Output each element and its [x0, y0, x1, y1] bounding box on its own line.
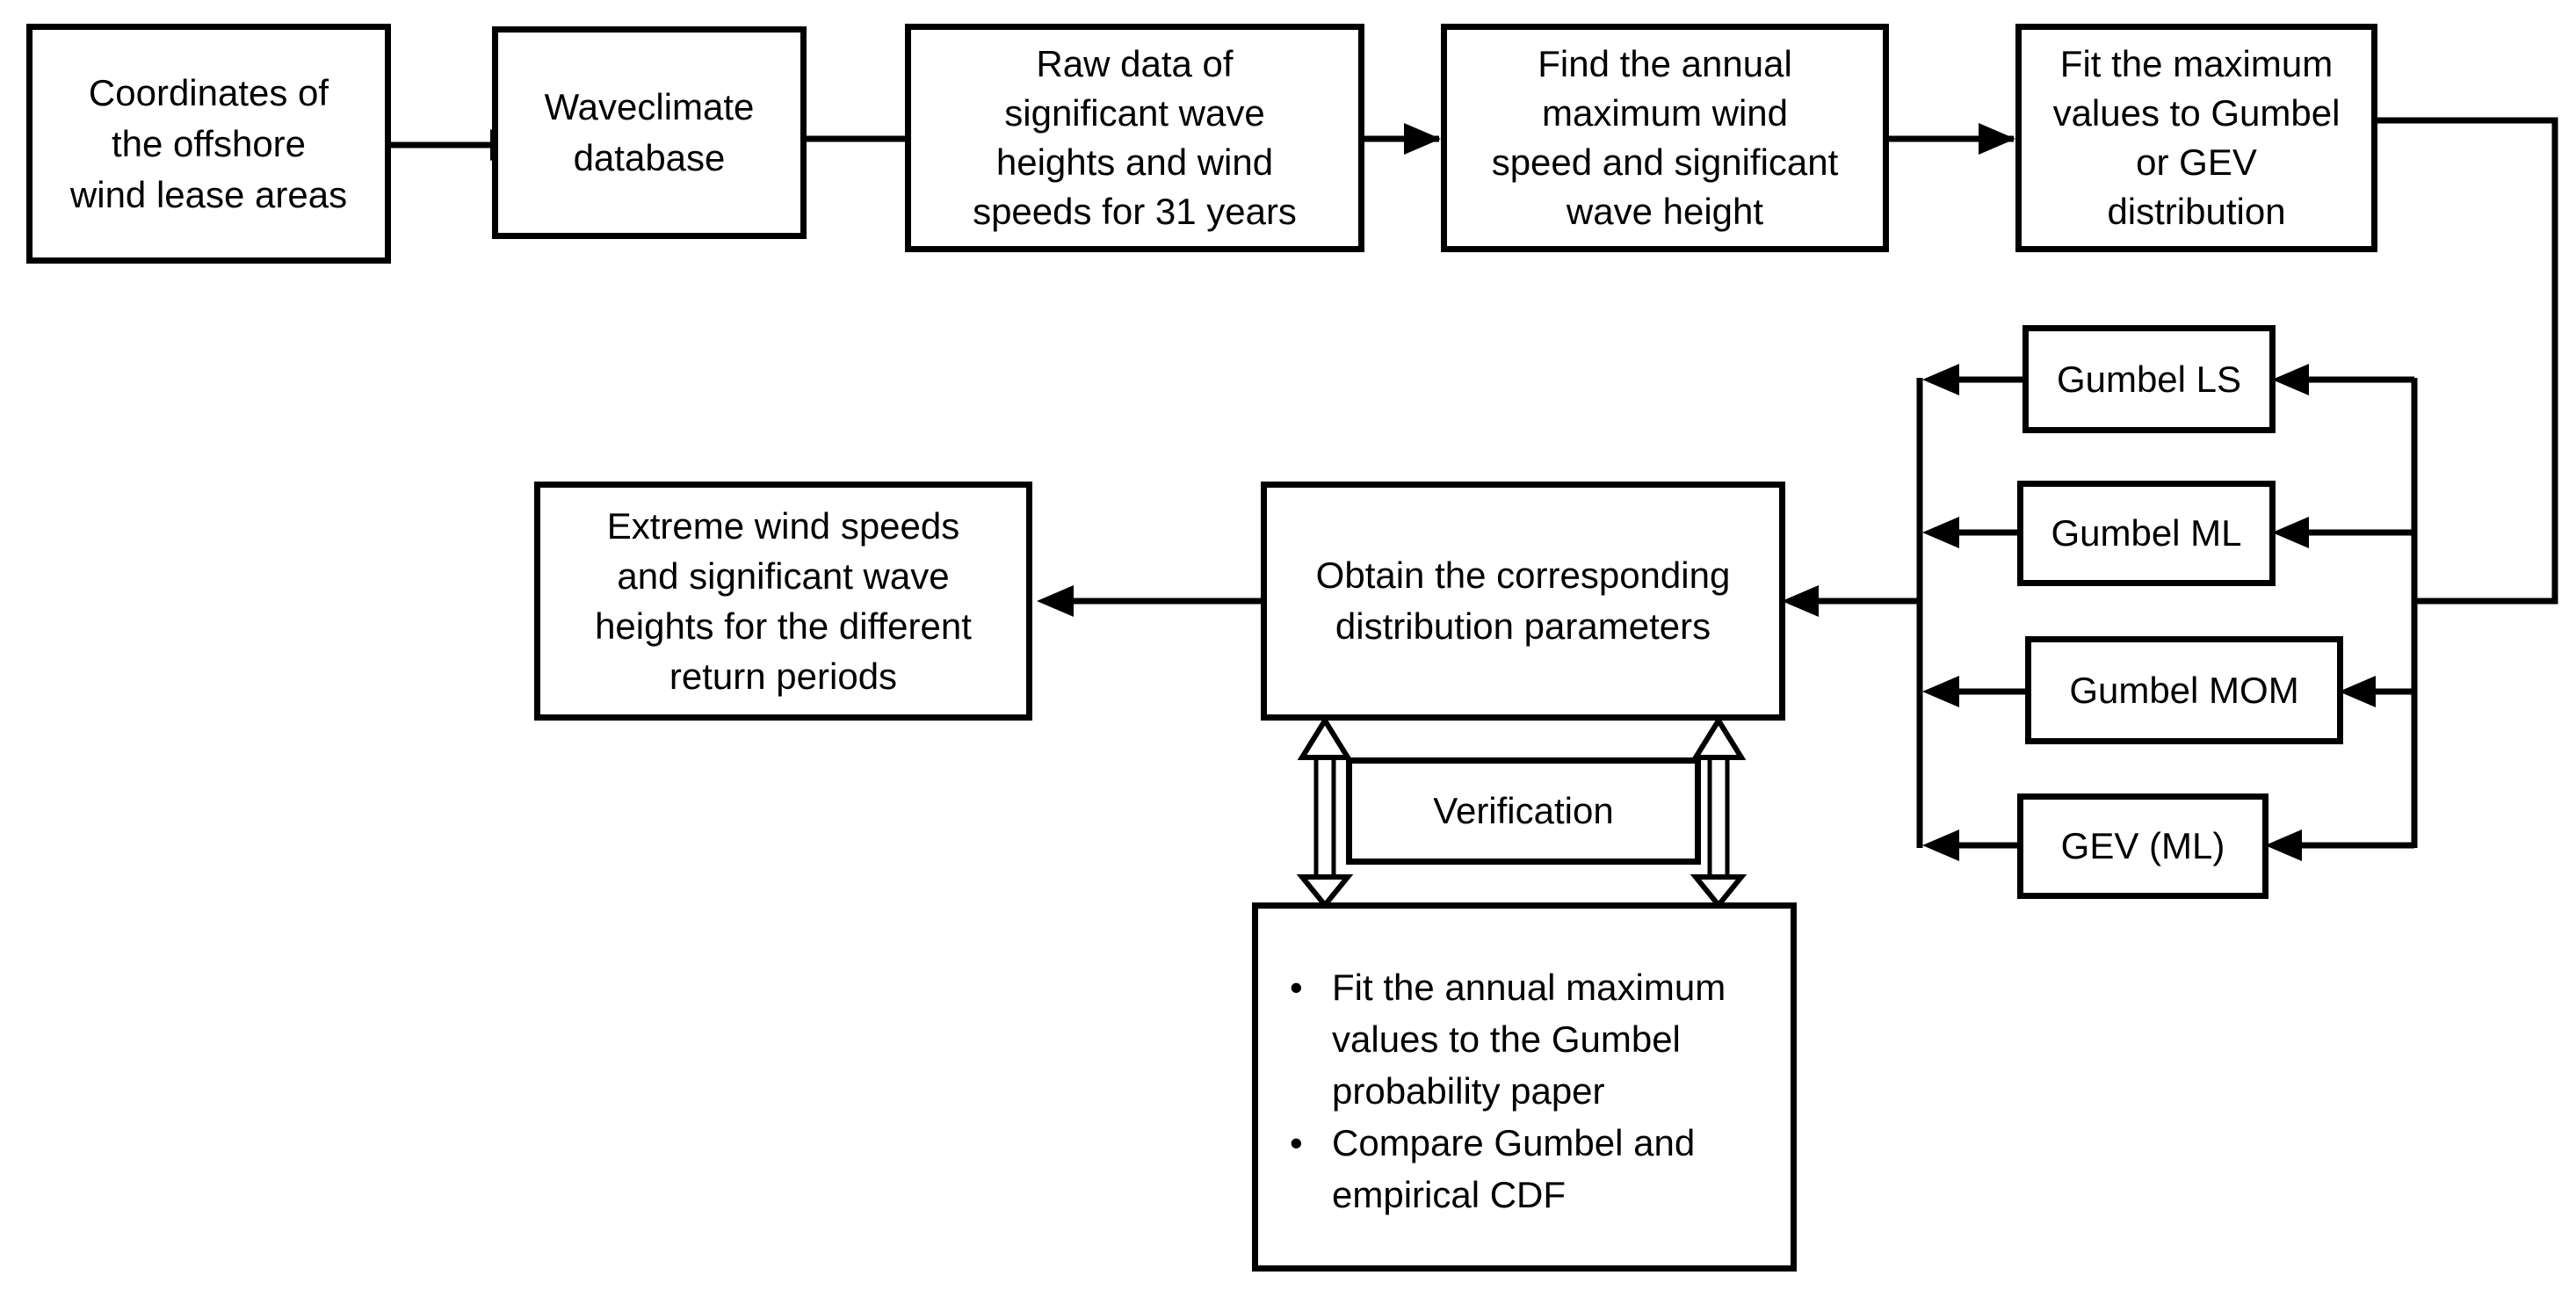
arrowhead-params — [1782, 585, 1819, 617]
node-gumbel-ml-label: Gumbel ML — [2051, 512, 2242, 554]
node-coordinates-label: Coordinates of the offshore wind lease a… — [69, 71, 348, 215]
arrowhead-fit — [1979, 123, 2015, 155]
node-verification-steps: Fit the annual maximum values to the Gum… — [1252, 902, 1797, 1272]
node-gumbel-mom: Gumbel MOM — [2025, 636, 2343, 744]
arrowhead-gumbel-ml — [2272, 517, 2309, 548]
arrowhead-left-bus-3 — [1922, 676, 1959, 707]
node-annual-maximum-label: Find the annual maximum wind speed and s… — [1491, 43, 1839, 232]
node-verification: Verification — [1346, 757, 1701, 865]
verification-step-1: Fit the annual maximum values to the Gum… — [1279, 961, 1726, 1117]
node-distribution-parameters-label: Obtain the corresponding distribution pa… — [1315, 554, 1731, 647]
node-coordinates: Coordinates of the offshore wind lease a… — [26, 24, 391, 264]
connector-fit-to-right-bus — [2286, 117, 2558, 605]
node-fit-distribution-label: Fit the maximum values to Gumbel or GEV … — [2052, 43, 2341, 232]
node-fit-distribution: Fit the maximum values to Gumbel or GEV … — [2015, 24, 2377, 252]
arrowhead-gev-ml — [2265, 830, 2302, 861]
verification-steps-list: Fit the annual maximum values to the Gum… — [1279, 961, 1726, 1221]
node-raw-data: Raw data of significant wave heights and… — [905, 24, 1364, 252]
node-gumbel-mom-label: Gumbel MOM — [2069, 669, 2299, 711]
node-extreme-values: Extreme wind speeds and significant wave… — [534, 482, 1032, 721]
verification-step-2: Compare Gumbel and empirical CDF — [1279, 1117, 1726, 1221]
node-gev-ml: GEV (ML) — [2017, 793, 2268, 899]
node-raw-data-label: Raw data of significant wave heights and… — [973, 43, 1297, 232]
arrowhead-gumbel-mom — [2339, 676, 2376, 707]
node-waveclimate-database: Waveclimate database — [492, 26, 807, 239]
bidirectional-arrow-right — [1690, 715, 1747, 909]
node-extreme-values-label: Extreme wind speeds and significant wave… — [595, 505, 972, 697]
node-gumbel-ls: Gumbel LS — [2022, 325, 2276, 433]
arrowhead-gumbel-ls — [2272, 364, 2309, 395]
arrowhead-left-bus-2 — [1922, 517, 1959, 548]
node-gumbel-ls-label: Gumbel LS — [2056, 358, 2242, 400]
arrowhead-annualmax — [1404, 123, 1441, 155]
node-gev-ml-label: GEV (ML) — [2060, 825, 2225, 866]
arrowhead-extreme — [1037, 585, 1074, 617]
node-distribution-parameters: Obtain the corresponding distribution pa… — [1261, 482, 1785, 721]
node-gumbel-ml: Gumbel ML — [2017, 481, 2276, 586]
arrowhead-left-bus-4 — [1922, 830, 1959, 861]
bidirectional-arrow-left — [1296, 715, 1354, 909]
arrowhead-left-bus-1 — [1922, 364, 1959, 395]
node-verification-label: Verification — [1433, 790, 1614, 831]
node-waveclimate-label: Waveclimate database — [544, 86, 755, 178]
node-annual-maximum: Find the annual maximum wind speed and s… — [1441, 24, 1889, 252]
